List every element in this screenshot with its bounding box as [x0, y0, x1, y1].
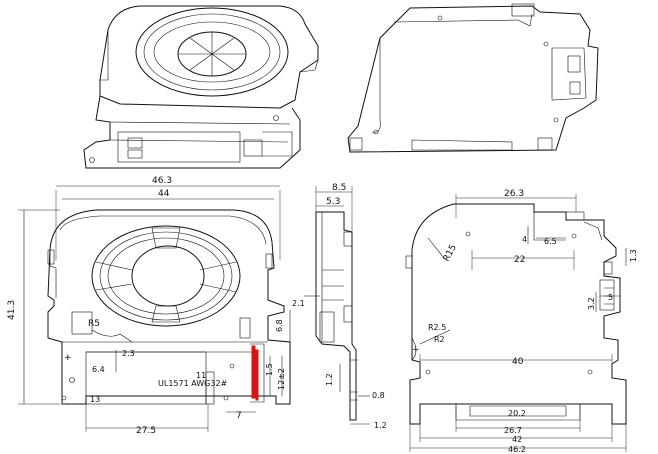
- dim-1-2a: 1.2: [325, 373, 334, 386]
- dim-1-5: 1.5: [265, 363, 274, 376]
- dim-7: 7: [236, 411, 242, 421]
- dim-8-5: 8.5: [332, 183, 346, 193]
- dim-42: 42: [512, 435, 522, 444]
- dim-2-3: 2.3: [122, 349, 135, 358]
- wire-spec: UL1571 AWG32#: [158, 379, 228, 388]
- iso-view-front: [83, 5, 319, 169]
- label-r5: R5: [88, 319, 100, 329]
- dim-0-8: 0.8: [372, 391, 385, 400]
- dim-6-5: 6.5: [544, 237, 557, 246]
- dim-r2: R2: [434, 335, 445, 344]
- dim-11: 11: [196, 371, 206, 380]
- front-view: 46.3 44 R5 + 2.3: [7, 176, 291, 436]
- dim-r2-5: R2.5: [428, 323, 446, 332]
- dim-5: 5: [608, 293, 613, 302]
- dim-40: 40: [512, 357, 524, 367]
- dim-27-5: 27.5: [136, 426, 156, 436]
- lead-wire-red: [251, 345, 256, 399]
- dim-46-2: 46.2: [508, 445, 526, 454]
- dim-22: 22: [514, 255, 525, 265]
- dim-41-3: 41.3: [7, 300, 17, 320]
- back-view: 26.3 R15 4 6.5 22 1.3 3.2 5 R2.5 R2 +: [405, 189, 638, 454]
- dim-46-3: 46.3: [152, 176, 172, 186]
- dim-6-8: 6.8: [275, 319, 284, 332]
- dim-26-7: 26.7: [504, 426, 522, 435]
- side-view: 8.5 5.3 2.1 1.2 0.8 1.2: [292, 183, 387, 430]
- dim-20-2: 20.2: [508, 409, 526, 418]
- dim-44: 44: [158, 189, 170, 199]
- iso-view-back: [347, 3, 599, 153]
- dim-1-3: 1.3: [629, 249, 638, 262]
- dim-12: 12±2: [277, 368, 286, 390]
- dim-3-2: 3.2: [587, 297, 596, 310]
- dim-13: 13: [90, 395, 100, 404]
- dim-26-3: 26.3: [504, 189, 524, 199]
- dim-4: 4: [522, 235, 527, 244]
- dim-2-1: 2.1: [292, 299, 305, 308]
- label-r15: R15: [442, 243, 459, 263]
- dim-1-2b: 1.2: [374, 421, 387, 430]
- dim-5-3: 5.3: [326, 197, 340, 207]
- dim-6-4: 6.4: [92, 365, 105, 374]
- polarity-plus-right: +: [412, 345, 420, 355]
- polarity-plus: +: [64, 353, 72, 363]
